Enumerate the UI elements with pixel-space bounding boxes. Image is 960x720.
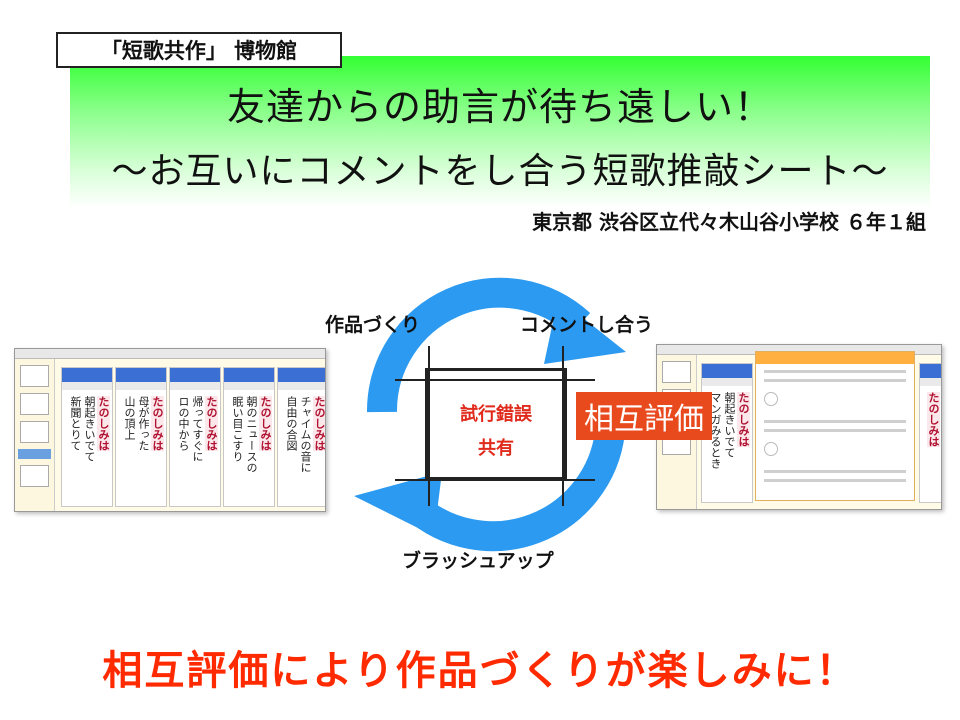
sidebar-group-tag	[18, 449, 51, 459]
avatar-icon	[764, 392, 778, 406]
comment-line	[764, 420, 906, 423]
comment-line	[764, 429, 906, 432]
center-box	[425, 368, 567, 480]
poem-line: 新聞とりて	[69, 396, 82, 451]
poem-card-1: たのしみは 朝起きいでて 新聞とりて	[61, 367, 113, 507]
poem-line: 朝起きいでて	[723, 392, 736, 458]
footer-message: 相互評価により作品づくりが楽しみに！	[102, 648, 858, 694]
card-header	[702, 364, 752, 378]
poem-card-5: たのしみは チャイムの音に 自由の合図	[277, 367, 326, 507]
card-header	[224, 368, 274, 382]
comment-line	[764, 479, 906, 482]
card-subheader	[702, 378, 752, 386]
poem-card-4: たのしみは 朝のニュースの 眠い目こすり	[223, 367, 275, 507]
label-brushup: ブラッシュアップ	[402, 550, 554, 572]
museum-label: 「短歌共作」 博物館	[56, 32, 342, 68]
avatar-icon	[764, 442, 778, 456]
poem-heading: たのしみは	[97, 396, 110, 451]
label-making-works: 作品づくり	[325, 314, 421, 336]
sidebar-thumbnail	[20, 393, 49, 415]
school-name: 東京都 渋谷区立代々木山谷小学校 ６年１組	[532, 210, 926, 234]
poem-card-2: たのしみは	[919, 363, 941, 503]
card-subheader	[278, 382, 325, 390]
left-shot-titlebar	[15, 349, 325, 359]
poem-card-3: たのしみは 帰ってすぐに ロの中から	[169, 367, 221, 507]
poem-line: 山の頂上	[123, 396, 136, 440]
poem-line: チャイムの音に	[299, 396, 312, 473]
poem-line: マンガみるとき	[709, 392, 722, 469]
card-subheader	[116, 382, 166, 390]
left-screenshot: たのしみは 朝起きいでて 新聞とりて たのしみは 母が作った 山の頂上 たのしみ…	[14, 348, 326, 512]
card-header	[278, 368, 325, 382]
sidebar-thumbnail	[662, 361, 691, 383]
card-subheader	[920, 378, 941, 386]
sidebar-thumbnail	[20, 465, 49, 487]
card-subheader	[170, 382, 220, 390]
left-shot-sidebar	[15, 359, 55, 511]
poem-line: 朝起きいでて	[83, 396, 96, 462]
card-subheader	[224, 382, 274, 390]
label-comment-each-other: コメントし合う	[520, 314, 654, 336]
comment-panel-header	[756, 352, 914, 364]
page-subtitle: 〜お互いにコメントをし合う短歌推敲シート〜	[111, 151, 889, 192]
mutual-evaluation-badge: 相互評価	[576, 392, 712, 440]
poem-heading: たのしみは	[737, 392, 750, 447]
card-header	[170, 368, 220, 382]
poem-heading: たのしみは	[259, 396, 272, 451]
center-box-crosshair	[395, 346, 595, 506]
cycle-arrow-lower-head	[354, 472, 442, 536]
sidebar-thumbnail	[20, 365, 49, 387]
poem-line: 母が作った	[137, 396, 150, 451]
poem-heading: たのしみは	[151, 396, 164, 451]
poem-line: 自由の合図	[285, 396, 298, 451]
poem-line: ロの中から	[177, 396, 190, 451]
card-header	[920, 364, 941, 378]
poem-line: 朝のニュースの	[245, 396, 258, 473]
cycle-arrow-upper-head	[544, 298, 626, 364]
cycle-arrow-graphic	[354, 277, 626, 552]
poem-heading: たのしみは	[205, 396, 218, 451]
poem-heading: たのしみは	[313, 396, 326, 451]
page-title: 友達からの助言が待ち遠しい！	[226, 85, 773, 129]
comment-panel	[755, 351, 915, 501]
poem-card-1: たのしみは 朝起きいでて マンガみるとき	[701, 363, 753, 503]
poem-heading: たのしみは	[927, 392, 940, 447]
sidebar-thumbnail	[20, 421, 49, 443]
card-header	[62, 368, 112, 382]
card-subheader	[62, 382, 112, 390]
comment-line	[764, 379, 906, 382]
comment-line	[764, 470, 906, 473]
poem-line: 帰ってすぐに	[191, 396, 204, 462]
poem-card-2: たのしみは 母が作った 山の頂上	[115, 367, 167, 507]
cycle-arrow-lower	[403, 429, 625, 552]
cycle-arrow-upper	[366, 277, 591, 413]
poem-line: 眠い目こすり	[231, 396, 244, 462]
center-text-share: 共有	[478, 438, 514, 459]
center-text-trial: 試行錯誤	[460, 404, 532, 425]
card-header	[116, 368, 166, 382]
title-banner	[70, 56, 930, 208]
comment-line	[764, 370, 906, 373]
